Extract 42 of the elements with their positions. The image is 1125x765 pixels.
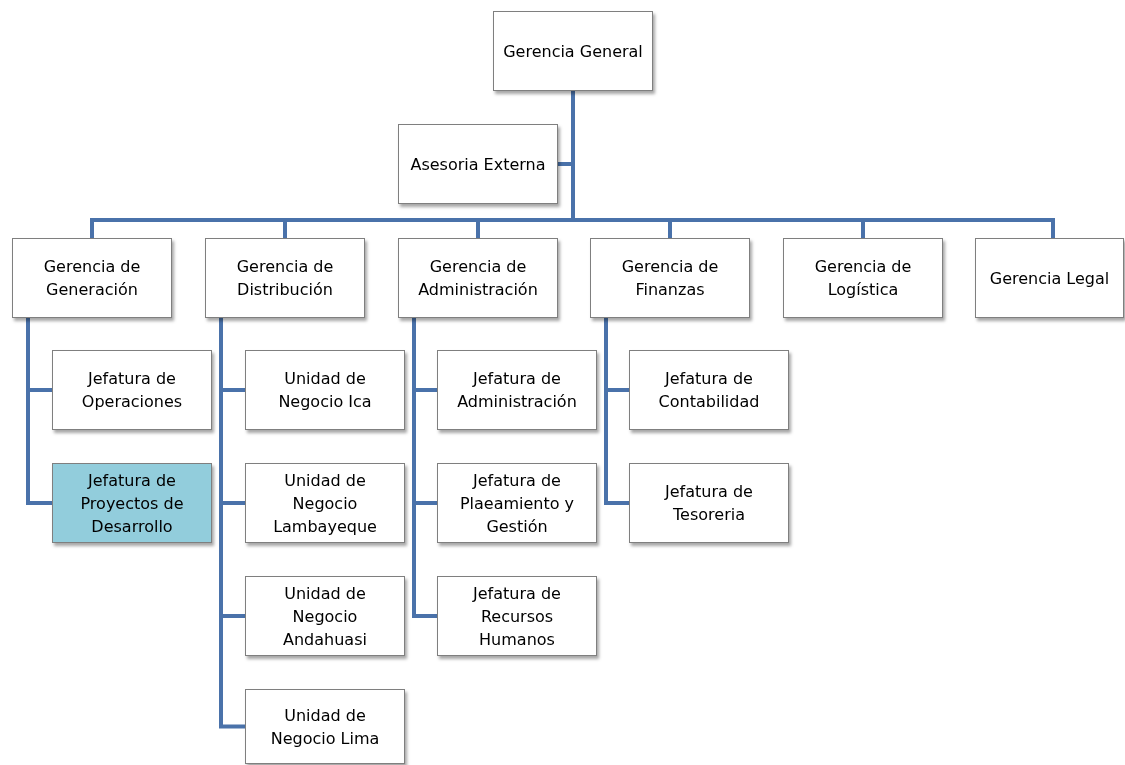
org-box (245, 576, 405, 656)
org-box (52, 463, 212, 543)
box-label: Gerencia de Distribución (235, 256, 335, 301)
box-label: Gerencia General (503, 40, 643, 63)
org-box (590, 238, 750, 318)
org-box (629, 350, 789, 430)
connector-line (26, 318, 52, 505)
connector-line (412, 318, 437, 618)
org-box (629, 463, 789, 543)
org-box (493, 11, 653, 91)
box-label: Unidad de Negocio Lambayeque (272, 469, 378, 538)
box-label: Gerencia de Logística (813, 256, 913, 301)
box-label: Gerencia de Administración (417, 256, 539, 301)
org-box (398, 124, 558, 204)
org-box (437, 576, 597, 656)
box-label: Asesoria Externa (410, 153, 546, 176)
box-label: Unidad de Negocio Lima (269, 704, 381, 750)
box-label: Jefatura de Proyectos de Desarrollo (79, 469, 185, 538)
box-label: Gerencia de Generación (42, 256, 142, 301)
org-box (437, 350, 597, 430)
org-box (975, 238, 1124, 318)
org-box (245, 689, 405, 764)
box-label: Jefatura de Operaciones (80, 368, 184, 413)
box-label: Gerencia Legal (989, 267, 1110, 290)
org-box (52, 350, 212, 430)
org-box (783, 238, 943, 318)
box-label: Jefatura de Recursos Humanos (471, 582, 562, 651)
connector-line (219, 318, 245, 729)
connector-line (604, 318, 629, 505)
box-label: Jefatura de Contabilidad (657, 368, 761, 413)
org-box (437, 463, 597, 543)
box-label: Unidad de Negocio Andahuasi (282, 582, 368, 651)
org-box (245, 463, 405, 543)
box-label: Jefatura de Administración (456, 368, 578, 413)
box-label: Unidad de Negocio Ica (277, 368, 373, 413)
org-box (398, 238, 558, 318)
org-box (245, 350, 405, 430)
box-label: Jefatura de Tesoreria (663, 481, 754, 526)
box-label: Gerencia de Finanzas (620, 256, 720, 301)
org-box (205, 238, 365, 318)
box-label: Jefatura de Plaeamiento y Gestión (458, 469, 576, 538)
org-box (12, 238, 172, 318)
